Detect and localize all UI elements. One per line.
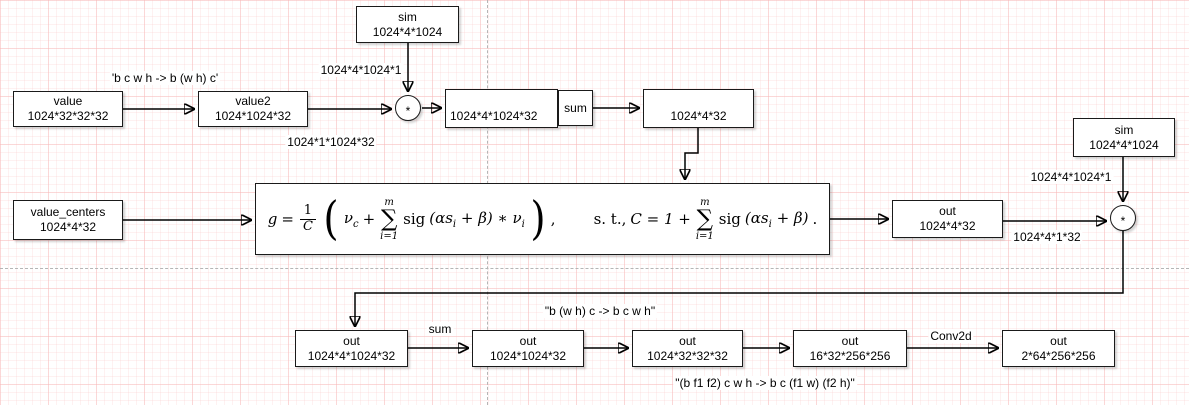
node-dims: 1024*32*32*32	[647, 348, 728, 363]
label-value2-dims[interactable]: 1024*1*1024*32	[285, 135, 377, 149]
node-out5[interactable]: out 2*64*256*256	[1002, 330, 1115, 367]
formula-c-eq: C = 1 +	[630, 210, 691, 228]
node-dims: 1024*4*32	[919, 219, 976, 233]
node-reduced[interactable]: 1024*4*32	[643, 89, 754, 128]
node-dims: 1024*1024*32	[489, 348, 567, 363]
node-title: out	[841, 333, 859, 348]
formula-nu-c: νc	[343, 208, 359, 230]
label-conv2d[interactable]: Conv2d	[928, 329, 974, 343]
edge-reduced-to-formula[interactable]	[685, 128, 699, 179]
node-title: out	[679, 333, 696, 348]
node-dims: 1024*4*1024	[372, 24, 443, 39]
node-dims: 1024*32*32*32	[27, 109, 109, 123]
formula-term1: (αsi + β) ∗ νi	[429, 208, 525, 230]
node-dims: 1024*4*32	[670, 109, 727, 123]
label-rearrange-mid[interactable]: "b (w h) c -> b c w h"	[542, 304, 658, 318]
formula-expression: g = 1 C ( νc + m ∑ i=1 sig (αsi + β) ∗ ν…	[267, 191, 818, 246]
node-dims: 1024*1024*32	[214, 109, 292, 123]
node-value-centers[interactable]: value_centers 1024*4*32	[13, 200, 123, 240]
node-title: out	[519, 333, 537, 348]
node-sim-top[interactable]: sim 1024*4*1024	[356, 6, 459, 43]
node-sum-tab[interactable]: sum	[558, 90, 593, 126]
label-sum[interactable]: sum	[426, 322, 454, 336]
node-dims: 1024*4*32	[39, 220, 97, 234]
formula-sum1: m ∑ i=1	[380, 196, 399, 242]
node-formula[interactable]: g = 1 C ( νc + m ∑ i=1 sig (αsi + β) ∗ ν…	[255, 183, 830, 255]
multiply-icon: *	[1120, 213, 1126, 228]
label-sim-right-dims[interactable]: 1024*4*1024*1	[1028, 170, 1114, 184]
node-out4[interactable]: out 16*32*256*256	[793, 330, 907, 367]
label-out-g-dims[interactable]: 1024*4*1*32	[1011, 230, 1083, 244]
formula-comma: ,	[550, 210, 556, 228]
node-dims: 2*64*256*256	[1021, 348, 1096, 363]
node-dims: 1024*4*1024*32	[307, 348, 396, 363]
edge-mul2-to-out1[interactable]	[355, 231, 1124, 326]
node-label: sum	[564, 100, 587, 115]
node-sim-right[interactable]: sim 1024*4*1024	[1073, 118, 1175, 157]
node-title: sim	[398, 9, 417, 24]
node-title: value2	[235, 94, 271, 108]
formula-eq: =	[281, 210, 294, 228]
formula-st: s. t.,	[593, 210, 627, 228]
node-dims: 1024*4*1024*32	[450, 109, 538, 123]
formula-plus: +	[362, 210, 376, 228]
node-dims: 16*32*256*256	[809, 348, 891, 363]
node-title: value_centers	[30, 205, 106, 219]
node-title: out	[939, 204, 956, 218]
label-rearrange-bottom[interactable]: "(b f1 f2) c w h -> b c (f1 w) (f2 h)"	[673, 376, 857, 390]
formula-g: g	[267, 210, 278, 228]
page-divider-horizontal	[0, 268, 1189, 269]
formula-sum2: m ∑ i=1	[695, 196, 714, 242]
node-title: out	[343, 333, 360, 348]
label-sim-top-dims[interactable]: 1024*4*1024*1	[318, 63, 404, 77]
formula-sig2: sig	[718, 210, 741, 228]
formula-fraction: 1 C	[299, 203, 316, 235]
node-out-g[interactable]: out 1024*4*32	[892, 200, 1003, 238]
node-title: value	[53, 94, 83, 108]
multiply-icon: *	[405, 103, 411, 118]
formula-lparen: (	[323, 191, 339, 246]
node-multiply-right[interactable]: *	[1110, 205, 1136, 231]
formula-term2: (αsi + β)	[744, 208, 809, 230]
node-value[interactable]: value 1024*32*32*32	[13, 91, 123, 127]
node-value2[interactable]: value2 1024*1024*32	[198, 91, 308, 127]
node-title: sim	[1114, 122, 1134, 137]
node-out1[interactable]: out 1024*4*1024*32	[295, 330, 408, 367]
label-rearrange-top[interactable]: 'b c w h -> b (w h) c'	[109, 71, 221, 85]
node-out3[interactable]: out 1024*32*32*32	[632, 330, 743, 367]
node-multiply-top[interactable]: *	[395, 95, 421, 121]
formula-rparen: )	[530, 191, 546, 246]
node-dims: 1024*4*1024	[1089, 137, 1159, 152]
node-prod[interactable]: 1024*4*1024*32	[445, 89, 558, 128]
formula-period: .	[812, 210, 818, 228]
formula-sig1: sig	[403, 210, 426, 228]
node-out2[interactable]: out 1024*1024*32	[472, 330, 584, 367]
node-title: out	[1050, 333, 1067, 348]
